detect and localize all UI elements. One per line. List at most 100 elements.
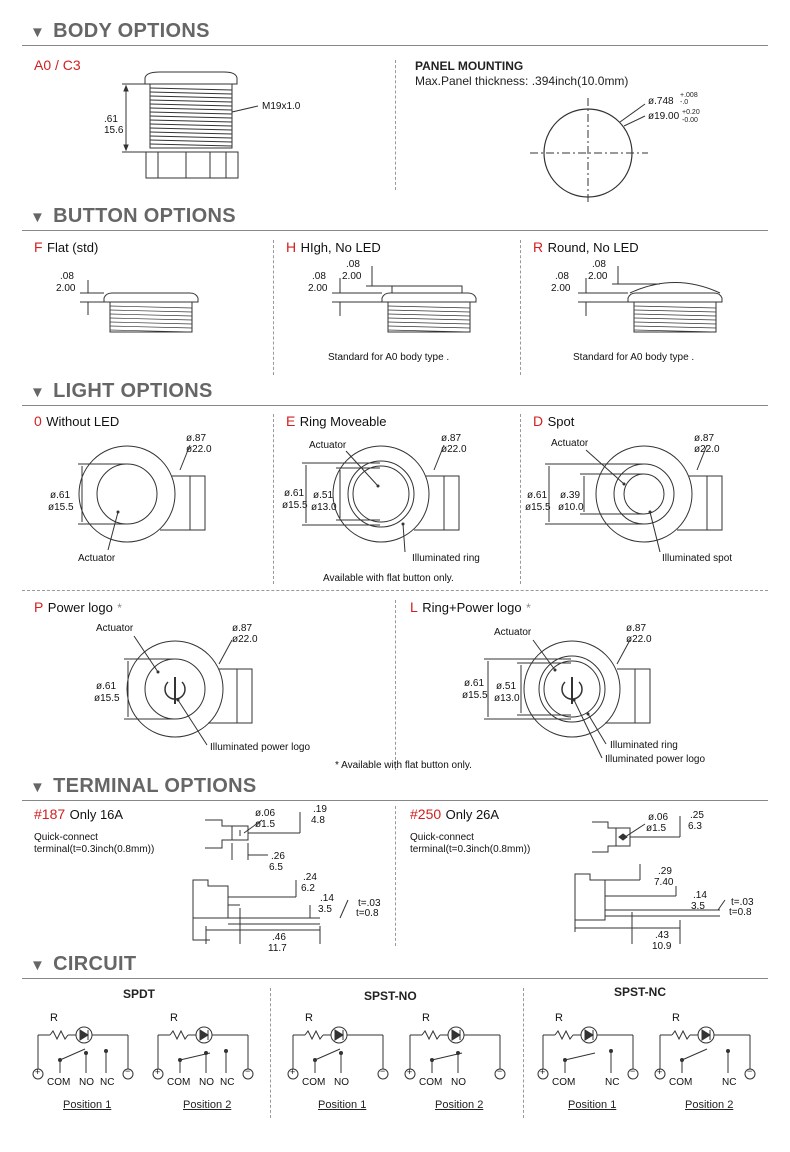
- nc-label: NC: [100, 1077, 115, 1088]
- resistor-label: R: [305, 1012, 313, 1024]
- dim-mm: 10.9: [652, 941, 672, 952]
- dim-in: ø.61: [284, 488, 305, 499]
- plus-terminal: +: [155, 1067, 161, 1077]
- circuit-schematic: [152, 1026, 254, 1080]
- section-title-terminal: ▼TERMINAL OPTIONS: [30, 775, 257, 797]
- dim-mm: ø22.0: [441, 444, 467, 455]
- divider: [22, 590, 768, 591]
- position-label: Position 1: [63, 1099, 112, 1111]
- actuator-label: Actuator: [551, 438, 589, 449]
- flat-note: Available with flat button only.: [323, 573, 454, 584]
- terminal-desc: Quick-connect: [34, 832, 98, 843]
- minus-terminal: −: [245, 1066, 251, 1076]
- section-rule: [22, 45, 768, 46]
- dim-in: ø.87: [694, 433, 715, 444]
- com-label: COM: [419, 1077, 443, 1088]
- circuit-schematic: [654, 1026, 756, 1080]
- callout-label: Illuminated power logo: [210, 742, 311, 753]
- dim-mm: ø15.5: [525, 502, 551, 513]
- position-label: Position 1: [568, 1099, 617, 1111]
- dim-mm: ø22.0: [232, 634, 258, 645]
- terminal-desc: terminal(t=0.3inch(0.8mm)): [34, 844, 155, 855]
- body-dim-mm: 15.6: [104, 125, 124, 136]
- dim-in: ø.61: [96, 681, 117, 692]
- button-option-H: H HIgh, No LED: [286, 239, 381, 255]
- light-option-E: E Ring Moveable: [286, 413, 387, 429]
- no-label: NO: [451, 1077, 466, 1088]
- circuit-title-spst-nc: SPST-NC: [614, 985, 667, 999]
- dim-mm: 2.00: [342, 271, 362, 282]
- hole-mm: ø19.00: [648, 111, 680, 122]
- dim-in: t=.03: [358, 898, 381, 909]
- com-label: COM: [302, 1077, 326, 1088]
- minus-terminal: −: [125, 1066, 131, 1076]
- body-dim-in: .61: [104, 114, 118, 125]
- plus-terminal: +: [407, 1067, 413, 1077]
- dim-mm: 2.00: [56, 283, 76, 294]
- dim-mm: ø15.5: [48, 502, 74, 513]
- dim-in: ø.87: [232, 623, 253, 634]
- dim-in: .46: [272, 932, 286, 943]
- dim-mm: 3.5: [318, 904, 332, 915]
- divider: [395, 806, 396, 946]
- dim-in: ø.06: [255, 808, 276, 819]
- dim-in: .25: [690, 810, 704, 821]
- light-option-P: P Power logo *: [34, 599, 122, 615]
- terminal-desc: terminal(t=0.3inch(0.8mm)): [410, 844, 531, 855]
- callout-label: Illuminated ring: [412, 553, 480, 564]
- resistor-label: R: [170, 1012, 178, 1024]
- star-note: * Available with flat button only.: [335, 760, 472, 771]
- panel-hole-drawing: [530, 98, 648, 202]
- light-option-L: L Ring+Power logo *: [410, 599, 531, 615]
- minus-terminal: −: [747, 1066, 753, 1076]
- button-option-F: F Flat (std): [34, 239, 99, 255]
- body-thread-label: M19x1.0: [262, 101, 301, 112]
- dim-in: ø.87: [626, 623, 647, 634]
- body-code: A0 / C3: [34, 57, 81, 73]
- minus-terminal: −: [380, 1066, 386, 1076]
- circuit-schematic: [537, 1026, 639, 1080]
- button-option-R: R Round, No LED: [533, 239, 639, 255]
- dim-in: ø.61: [464, 678, 485, 689]
- resistor-label: R: [672, 1012, 680, 1024]
- no-label: NO: [199, 1077, 214, 1088]
- section-rule: [22, 405, 768, 406]
- no-label: NO: [334, 1077, 349, 1088]
- resistor-label: R: [555, 1012, 563, 1024]
- dim-mm: 11.7: [268, 943, 287, 954]
- body-side-drawing: [122, 71, 259, 179]
- divider: [395, 600, 396, 770]
- section-title-button: ▼BUTTON OPTIONS: [30, 205, 236, 227]
- button-drawings: [80, 266, 723, 333]
- circuit-title-spdt: SPDT: [123, 987, 156, 1001]
- terminal-desc: Quick-connect: [410, 832, 474, 843]
- dim-in: ø.51: [313, 490, 334, 501]
- dim-in: .08: [555, 271, 569, 282]
- actuator-label: Actuator: [494, 627, 532, 638]
- dim-in: .14: [693, 890, 707, 901]
- dim-mm: ø15.5: [462, 690, 488, 701]
- section-title-light: ▼LIGHT OPTIONS: [30, 380, 213, 402]
- triangle-down-icon: ▼: [30, 209, 46, 226]
- dim-mm: ø15.5: [282, 500, 308, 511]
- dim-mm: 7.40: [654, 877, 674, 888]
- dim-mm: ø22.0: [626, 634, 652, 645]
- terminal-option-250: #250 Only 26A: [410, 806, 500, 822]
- dim-in: ø.61: [50, 490, 71, 501]
- dim-in: .19: [313, 804, 327, 815]
- body-divider: [395, 60, 396, 190]
- dim-in: .08: [592, 259, 606, 270]
- plus-terminal: +: [657, 1067, 663, 1077]
- plus-terminal: +: [290, 1067, 296, 1077]
- panel-mounting-title: PANEL MOUNTING: [415, 59, 524, 73]
- dim-mm: ø10.0: [558, 502, 584, 513]
- actuator-label: Actuator: [78, 553, 116, 564]
- light-option-0: 0 Without LED: [34, 413, 120, 429]
- terminal-option-187: #187 Only 16A: [34, 806, 124, 822]
- triangle-down-icon: ▼: [30, 779, 46, 796]
- position-label: Position 2: [183, 1099, 232, 1111]
